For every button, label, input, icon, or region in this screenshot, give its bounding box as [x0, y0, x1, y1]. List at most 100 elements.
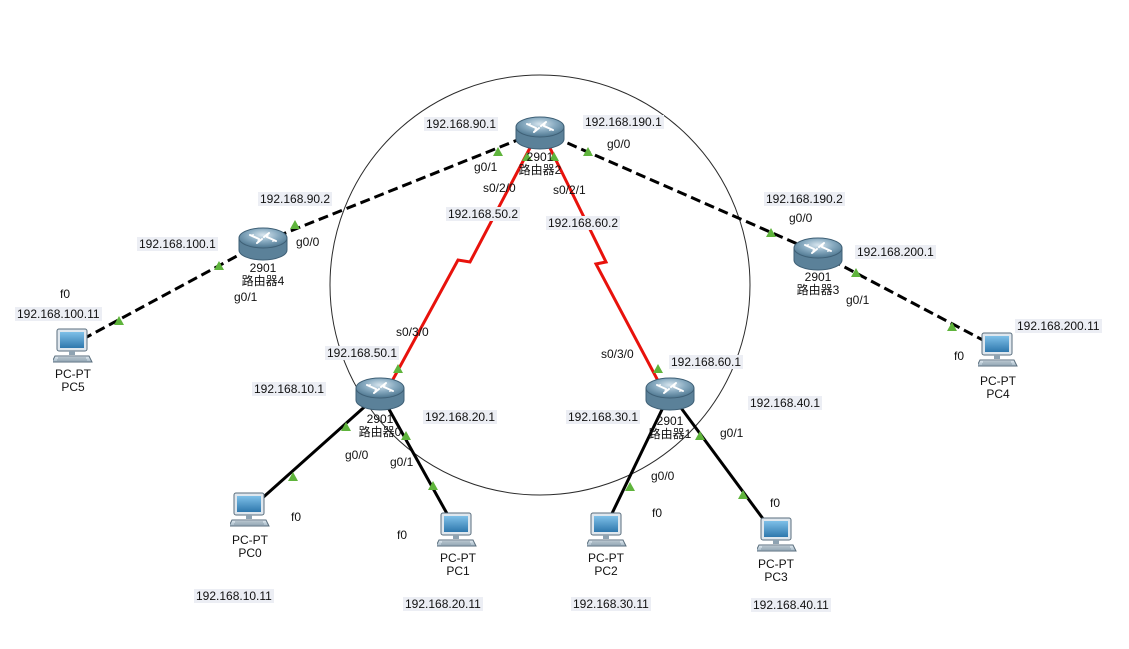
ip-label: 192.168.10.1	[252, 382, 327, 396]
pc-icon-pc4[interactable]	[977, 332, 1018, 367]
ip-label: 192.168.40.11	[751, 598, 831, 612]
ip-label: 192.168.30.1	[566, 410, 641, 424]
router-name: 路由器0	[358, 425, 402, 439]
pc-type: PC-PT	[980, 374, 1016, 388]
router-icon-r1[interactable]	[645, 377, 695, 411]
pc-icon-pc5[interactable]	[52, 328, 93, 363]
link-up-icon	[625, 482, 635, 491]
link-up-icon	[493, 147, 503, 156]
link-up-icon	[288, 472, 298, 481]
router-model: 2901	[249, 261, 277, 275]
link-r4-pc5[interactable]	[71, 240, 264, 347]
link-r1-pc2[interactable]	[603, 392, 672, 529]
ip-label: 192.168.90.1	[424, 117, 499, 131]
pc-type: PC-PT	[440, 551, 476, 565]
link-up-icon	[653, 364, 663, 373]
router-icon-r2[interactable]	[515, 116, 565, 150]
port-label: g0/1	[474, 160, 498, 174]
link-up-icon	[583, 147, 593, 156]
link-up-icon	[401, 431, 411, 440]
ip-label: 192.168.60.1	[669, 355, 744, 369]
pc-name: PC0	[238, 546, 262, 560]
ip-label: 192.168.20.1	[423, 410, 498, 424]
pc-type: PC-PT	[232, 533, 268, 547]
pc-name: PC4	[986, 387, 1010, 401]
link-up-icon	[290, 220, 300, 229]
pc-pc1[interactable]: PC-PT PC1	[440, 552, 476, 578]
link-up-icon	[851, 268, 861, 277]
link-r4-r2[interactable]	[262, 129, 541, 244]
ip-label: 192.168.60.2	[546, 216, 621, 230]
port-label: g0/0	[789, 211, 813, 225]
port-label: s0/3/0	[601, 347, 634, 361]
link-up-icon	[549, 152, 559, 161]
link-up-icon	[947, 322, 957, 331]
router-name: 路由器4	[241, 274, 285, 288]
link-r0-pc0[interactable]	[248, 391, 381, 512]
port-label: g0/1	[846, 293, 870, 307]
link-r2-r0-serial[interactable]	[383, 145, 533, 395]
pc-pc0[interactable]: PC-PT PC0	[232, 534, 268, 560]
pc-type: PC-PT	[588, 551, 624, 565]
router-model: 2901	[656, 414, 684, 428]
pc-name: PC5	[61, 380, 85, 394]
router-model: 2901	[804, 270, 832, 284]
pc-pc4[interactable]: PC-PT PC4	[980, 375, 1016, 401]
ip-label: 192.168.10.11	[194, 589, 274, 603]
router-name: 路由器1	[648, 427, 692, 441]
pc-pc2[interactable]: PC-PT PC2	[588, 552, 624, 578]
pc-type: PC-PT	[55, 367, 91, 381]
port-label: f0	[954, 349, 965, 363]
port-label: g0/0	[345, 448, 369, 462]
pc-icon-pc1[interactable]	[436, 512, 477, 547]
ip-label: 192.168.100.1	[137, 237, 218, 251]
link-r3-pc4[interactable]	[817, 251, 999, 350]
ip-label: 192.168.40.1	[748, 396, 823, 410]
port-label: g0/1	[234, 290, 258, 304]
ip-label: 192.168.200.1	[855, 245, 936, 259]
link-up-icon	[428, 481, 438, 490]
port-label: g0/0	[296, 235, 320, 249]
router-name: 路由器3	[796, 283, 840, 297]
ip-label: 192.168.20.11	[403, 597, 483, 611]
pc-pc3[interactable]: PC-PT PC3	[758, 558, 794, 584]
link-up-icon	[522, 152, 532, 161]
pc-name: PC1	[446, 564, 470, 578]
router-model: 2901	[366, 412, 394, 426]
router-r3[interactable]: 2901 路由器3	[797, 271, 840, 297]
router-icon-r0[interactable]	[355, 377, 405, 411]
router-r4[interactable]: 2901 路由器4	[242, 262, 285, 288]
router-icon-r3[interactable]	[793, 237, 843, 271]
pc-name: PC3	[764, 570, 788, 584]
ip-label: 192.168.30.11	[571, 597, 651, 611]
router-r1[interactable]: 2901 路由器1	[649, 415, 692, 441]
pc-pc5[interactable]: PC-PT PC5	[55, 368, 91, 394]
port-label: f0	[397, 528, 408, 542]
router-icon-r4[interactable]	[238, 227, 288, 261]
ip-label: 192.168.50.1	[325, 346, 400, 360]
router-r0[interactable]: 2901 路由器0	[359, 413, 402, 439]
link-up-icon	[393, 364, 403, 373]
pc-icon-pc0[interactable]	[229, 492, 270, 527]
port-label: f0	[652, 506, 663, 520]
ip-label: 192.168.190.2	[764, 192, 845, 206]
pc-name: PC2	[594, 564, 618, 578]
port-label: g0/0	[651, 469, 675, 483]
link-r2-r1-serial[interactable]	[547, 145, 667, 395]
link-status-indicators	[114, 147, 957, 499]
router-r2[interactable]: 2901 路由器2	[519, 151, 562, 177]
link-r1-pc3[interactable]	[668, 392, 777, 536]
link-r0-pc1[interactable]	[378, 392, 457, 529]
pc-icon-pc2[interactable]	[586, 512, 627, 547]
pc-type: PC-PT	[758, 557, 794, 571]
link-up-icon	[214, 261, 224, 270]
port-label: g0/1	[720, 426, 744, 440]
pc-icon-pc3[interactable]	[756, 517, 797, 552]
link-up-icon	[341, 422, 351, 431]
router-model: 2901	[526, 150, 554, 164]
port-label: s0/3/0	[396, 325, 429, 339]
link-up-icon	[766, 228, 776, 237]
port-label: f0	[770, 496, 781, 510]
port-label: g0/0	[607, 137, 631, 151]
